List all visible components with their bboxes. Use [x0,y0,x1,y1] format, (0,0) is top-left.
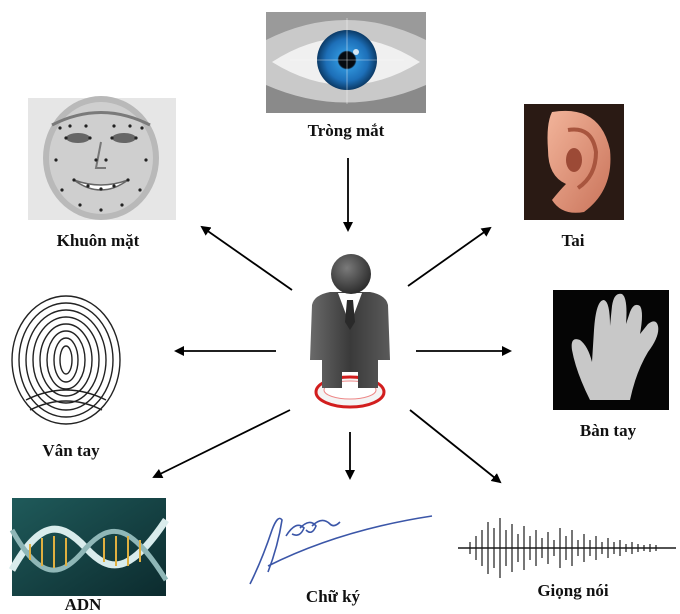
arrow-to-ear [408,228,490,286]
eye-icon [266,12,426,113]
waveform-icon [458,518,676,578]
label-signature: Chữ ký [306,587,361,606]
arrow-to-face [202,227,292,290]
person-icon [310,254,390,407]
arrow-to-dna [154,410,290,477]
label-dna: ADN [65,595,103,614]
label-fingerprint: Vân tay [42,441,100,460]
fingerprint-icon [12,296,120,424]
arrow-to-voice [410,410,500,482]
signature-icon [250,516,432,584]
label-hand: Bàn tay [580,421,637,440]
hand-icon [553,290,669,410]
label-ear: Tai [561,231,584,250]
ear-icon [524,104,624,220]
label-voice: Giọng nói [537,581,609,600]
label-iris: Tròng mắt [308,121,385,140]
face-icon [28,96,176,220]
label-face: Khuôn mặt [57,231,140,250]
dna-icon [12,498,166,596]
